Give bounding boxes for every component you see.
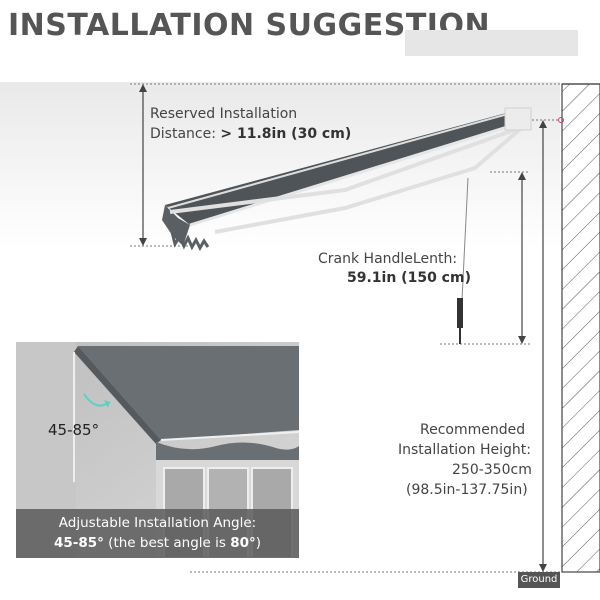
height-value-in: (98.5in-137.75in) [406,482,528,498]
wall [561,83,600,573]
caption-best-angle-text: (the best angle is [103,535,231,551]
caption-close: ) [255,535,262,551]
mount-point-marker [558,117,564,123]
height-label-line2: Installation Height: [398,442,531,458]
crank-length-label: Crank HandleLenth: [318,251,458,267]
caption-angle-range: 45-85° [53,535,104,551]
caption-best-angle: 80° [230,535,256,551]
awning-illustration [162,107,532,344]
caption-line1: Adjustable Installation Angle: [58,515,257,531]
angle-caption: Adjustable Installation Angle: 45-85° (t… [16,509,299,558]
title-underline-bar [405,30,578,56]
caption-line2: 45-85° (the best angle is 80°) [16,533,299,553]
crank-length-value: 59.1in (150 cm) [347,270,471,286]
reserved-distance-value: Distance: > 11.8in (30 cm) [150,124,351,144]
height-label-line1: Recommended [420,422,526,438]
crank-handle [457,298,463,328]
reserved-distance-measure: > 11.8in (30 cm) [220,126,352,142]
reserved-distance-label: Reserved Installation [150,106,298,122]
angle-range-label: 45-85° [48,421,100,439]
reserved-distance-prefix: Distance: [150,126,221,142]
height-value-cm: 250-350cm [452,462,532,478]
ground-label: Ground [518,572,560,588]
